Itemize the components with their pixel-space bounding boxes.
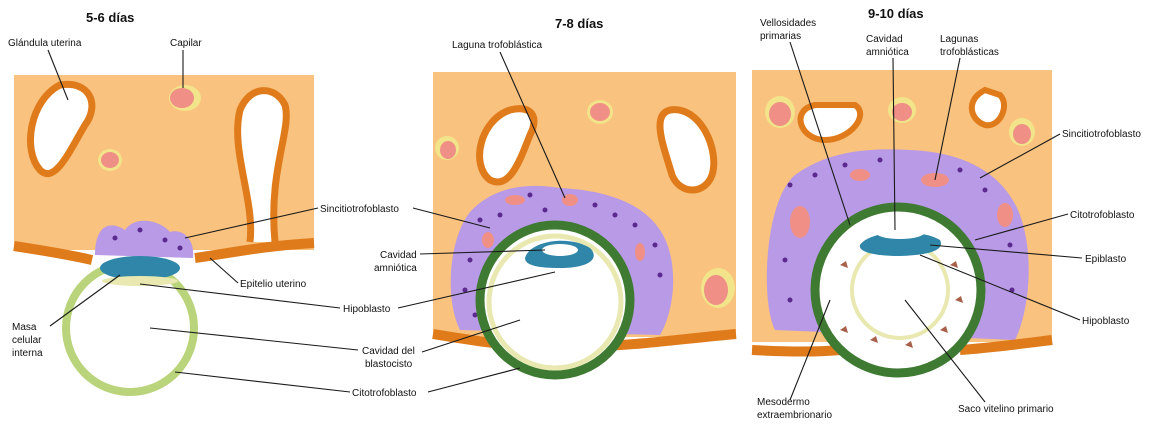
capillary (98, 149, 122, 171)
label-glandula-uterina: Glándula uterina (8, 38, 82, 49)
label-citotrofo-p3: Citotrofoblasto (1070, 210, 1135, 221)
capillary (169, 85, 201, 111)
primary-yolk-sac (852, 242, 948, 338)
label-hipoblasto: Hipoblasto (343, 304, 391, 315)
label-sincitio-p3: Sincitiotrofoblasto (1062, 129, 1141, 140)
label-cavidad-blastocisto-1: Cavidad del (362, 346, 415, 357)
label-cavidad-amniotica-1: Cavidad (380, 250, 417, 261)
label-cavidad-amniotica-p3-2: amniótica (866, 47, 909, 58)
label-cavidad-amniotica-p3-1: Cavidad (866, 34, 903, 45)
label-masa-3: interna (12, 348, 43, 359)
label-laguna-trofoblastica: Laguna trofoblástica (452, 40, 543, 51)
label-lagunas-1: Lagunas (940, 34, 978, 45)
label-masa-2: celular (12, 335, 42, 346)
label-masa-1: Masa (12, 322, 37, 333)
amniotic-cavity (542, 244, 578, 256)
label-lagunas-2: trofoblásticas (940, 47, 999, 58)
uterine-gland (972, 90, 1004, 125)
panel-title-1: 5-6 días (86, 10, 134, 25)
label-mesodermo-2: extraembrionario (757, 410, 832, 421)
label-epiblasto: Epiblasto (1085, 254, 1127, 265)
capillary (435, 136, 459, 160)
label-vellosidades-1: Vellosidades (760, 18, 816, 29)
panel-title-2: 7-8 días (555, 16, 603, 31)
label-hipoblasto-p3: Hipoblasto (1082, 316, 1130, 327)
panel-7-8-dias: 7-8 días (433, 16, 736, 375)
capillary (1009, 118, 1035, 146)
label-cavidad-blastocisto-2: blastocisto (365, 359, 413, 370)
label-capilar: Capilar (170, 38, 202, 49)
amniotic-cavity (875, 225, 925, 239)
panel-5-6-dias: 5-6 días Glándula uterina Capilar (8, 10, 314, 392)
capillary (765, 96, 795, 128)
panel-9-10-dias: 9-10 días (752, 6, 1141, 421)
label-epitelio-uterino: Epitelio uterino (240, 279, 307, 290)
label-saco-vitelino: Saco vitelino primario (958, 404, 1054, 415)
label-cavidad-amniotica-2: amniótica (374, 263, 417, 274)
panel-title-3: 9-10 días (868, 6, 924, 21)
capillary (587, 100, 613, 124)
capillary (701, 268, 735, 308)
label-vellosidades-2: primarias (760, 31, 801, 42)
label-sincitiotrofoblasto: Sincitiotrofoblasto (320, 204, 399, 215)
label-citotrofoblasto: Citotrofoblasto (352, 388, 417, 399)
label-mesodermo-1: Mesodermo (757, 397, 810, 408)
capillary (888, 97, 916, 123)
